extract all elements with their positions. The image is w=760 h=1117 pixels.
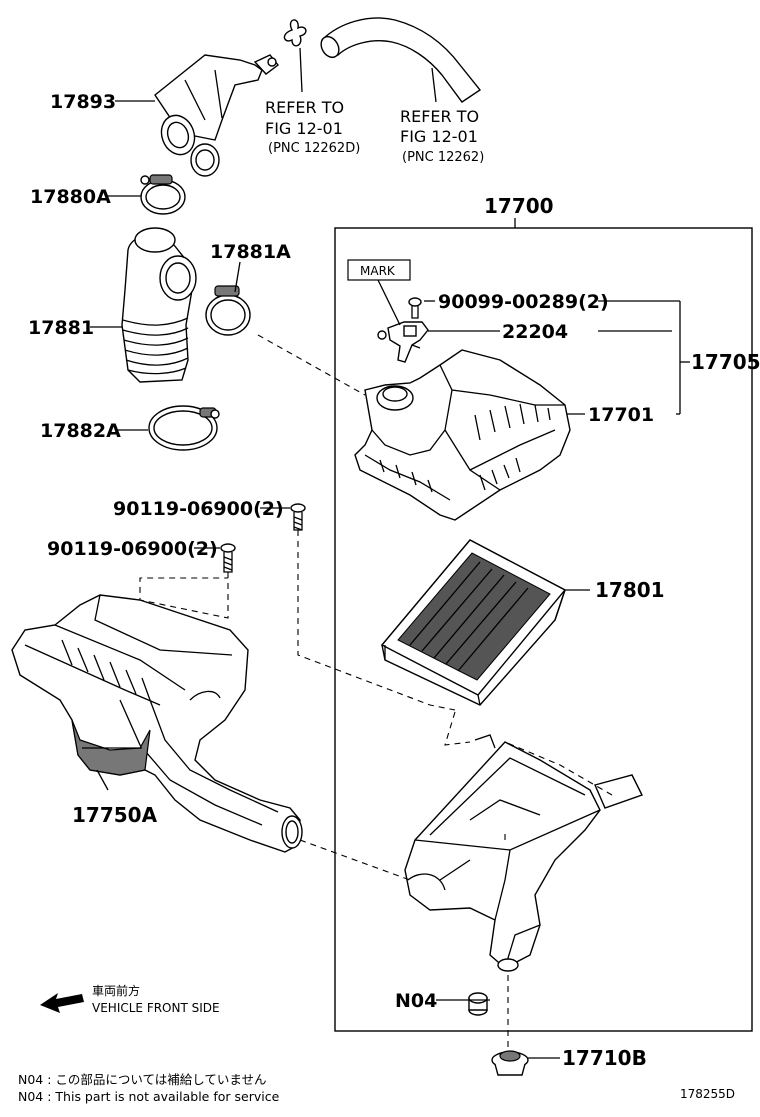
label-17880A: 17880A: [30, 186, 111, 208]
lower-case: [404, 734, 643, 972]
figure-id: 178255D: [680, 1087, 735, 1101]
assembly-box-17700: [334, 227, 753, 1032]
label-90099: 90099-00289(2): [438, 291, 609, 313]
refer-text-2-line1: REFER TO: [400, 107, 479, 126]
leader-lines: [90, 100, 690, 1059]
label-90119-b: 90119-06900(2): [47, 538, 218, 560]
clamp-17882A: [148, 405, 220, 451]
upper-cover-17701: [354, 349, 571, 521]
label-17750A: 17750A: [72, 803, 158, 827]
direction-jp: 車両前方: [92, 983, 140, 998]
screw-90099: [408, 297, 422, 319]
label-90119-a: 90119-06900(2): [113, 498, 284, 520]
hose-17893: [154, 54, 279, 177]
label-17881: 17881: [28, 317, 94, 339]
sensor-22204: [377, 321, 429, 363]
label-17881A: 17881A: [210, 241, 291, 263]
screw-90119-right: [290, 503, 306, 531]
hose-refer-12262: [320, 17, 482, 103]
mark-callout: [347, 259, 411, 326]
refer-text-1-line1: REFER TO: [265, 98, 344, 117]
duct-17750A: [11, 594, 303, 853]
refer-text-1-line2: FIG 12-01: [265, 119, 343, 138]
grommet-17710B: [491, 1050, 529, 1076]
label-17701: 17701: [588, 404, 654, 426]
label-17705: 17705: [691, 350, 760, 374]
label-mark: MARK: [360, 264, 396, 278]
refer-text-2-line2: FIG 12-01: [400, 127, 478, 146]
label-17893: 17893: [50, 91, 116, 113]
label-17882A: 17882A: [40, 420, 121, 442]
refer-text-1-line3: (PNC 12262D): [268, 141, 360, 156]
assembly-dashed-lines: [139, 334, 613, 1048]
clamp-17880A: [140, 174, 186, 215]
hose-17881: [121, 227, 197, 383]
filter-element-17801: [380, 539, 567, 706]
note-jp: N04 : この部品については補給していません: [18, 1072, 267, 1087]
label-17700: 17700: [484, 194, 554, 218]
note-en: N04 : This part is not available for ser…: [18, 1089, 280, 1104]
direction-en: VEHICLE FRONT SIDE: [92, 1001, 220, 1015]
label-22204: 22204: [502, 321, 568, 343]
label-N04: N04: [395, 990, 437, 1012]
screw-90119-left: [220, 543, 236, 573]
clamp-17881A: [205, 285, 251, 336]
label-17801: 17801: [595, 578, 665, 602]
vehicle-front-arrow-icon: [40, 993, 84, 1013]
grommet-N04: [468, 992, 488, 1016]
hose-clip-part: [283, 19, 307, 93]
label-17710B: 17710B: [562, 1046, 647, 1070]
refer-text-2-line3: (PNC 12262): [402, 150, 484, 165]
